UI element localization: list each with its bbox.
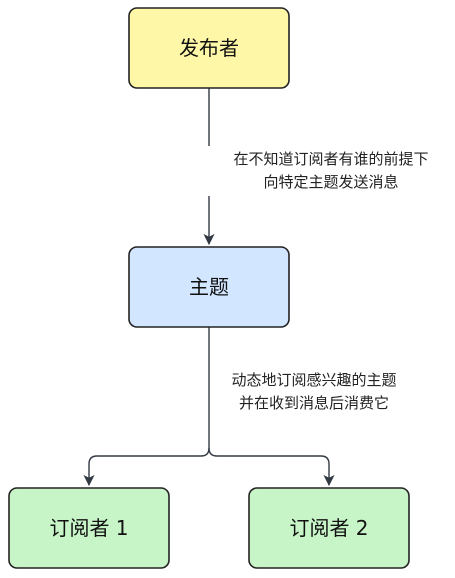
node-subscriber-2: 订阅者 2 xyxy=(248,487,410,569)
node-subscriber-1-box xyxy=(8,487,170,569)
node-publisher-label: 发布者 xyxy=(179,36,239,60)
edge-label-subscribe-line1: 动态地订阅感兴趣的主题 xyxy=(231,371,396,389)
edge-branch-subscriber1 xyxy=(83,447,210,487)
edge-label-publish-line2: 向特定主题发送消息 xyxy=(263,173,398,191)
node-topic-box xyxy=(128,246,290,328)
edge-topic-to-subscribers: 动态地订阅感兴趣的主题 并在收到消息后消费它 xyxy=(83,327,397,487)
edge-label-bg-publish xyxy=(205,146,213,196)
node-subscriber-2-box xyxy=(248,487,410,569)
edge-label-publish-line1: 在不知道订阅者有谁的前提下 xyxy=(233,150,428,168)
node-subscriber-1: 订阅者 1 xyxy=(8,487,170,569)
node-subscriber-1-label: 订阅者 1 xyxy=(49,516,128,540)
node-topic-label: 主题 xyxy=(189,275,229,299)
edge-branch-subscriber2 xyxy=(208,447,335,487)
node-publisher-box xyxy=(128,7,290,89)
node-publisher: 发布者 xyxy=(128,7,290,89)
edge-label-subscribe-line2: 并在收到消息后消费它 xyxy=(239,394,389,412)
node-topic: 主题 xyxy=(128,246,290,328)
edge-publisher-to-topic: 在不知道订阅者有谁的前提下 向特定主题发送消息 xyxy=(203,88,429,246)
node-subscriber-2-label: 订阅者 2 xyxy=(289,516,368,540)
